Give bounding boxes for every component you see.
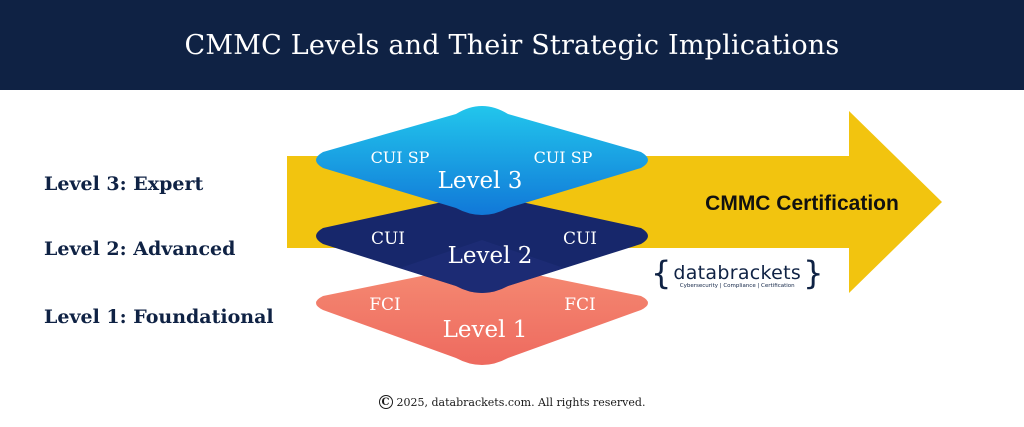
brand-name: databrackets: [673, 261, 802, 284]
level-3-layer: [316, 106, 648, 215]
header-banner: CMMC Levels and Their Strategic Implicat…: [0, 0, 1024, 90]
level-1-label: Level 1: Foundational: [44, 306, 274, 328]
left-brace-icon: {: [651, 254, 672, 292]
level-3-name: Level 3: [438, 168, 523, 194]
level-2-overlap: [400, 240, 564, 293]
level-3-tag-right: CUI SP: [534, 148, 593, 167]
copyright-text: 2025, databrackets.com. All rights reser…: [396, 395, 646, 409]
level-1-tag-right: FCI: [564, 295, 596, 315]
copyright-footer: C 2025, databrackets.com. All rights res…: [0, 395, 1024, 409]
databrackets-logo: { databrackets Cybersecurity | Complianc…: [651, 256, 823, 296]
level-2-name: Level 2: [448, 243, 533, 269]
level-2-tag-right: CUI: [563, 229, 597, 249]
level-1-name: Level 1: [443, 317, 528, 343]
level-2-tag-left: CUI: [371, 229, 405, 249]
level-1-tag-left: FCI: [369, 295, 401, 315]
level-3-tag-left: CUI SP: [371, 148, 430, 167]
level-3-label: Level 3: Expert: [44, 173, 204, 195]
level-2-label: Level 2: Advanced: [44, 238, 236, 260]
page-title: CMMC Levels and Their Strategic Implicat…: [184, 29, 840, 61]
brand-tagline: Cybersecurity | Compliance | Certificati…: [679, 282, 795, 289]
copyright-icon: C: [378, 395, 393, 409]
arrow-label: CMMC Certification: [705, 192, 899, 215]
right-brace-icon: }: [803, 254, 824, 292]
level-1-layer: [316, 262, 648, 365]
